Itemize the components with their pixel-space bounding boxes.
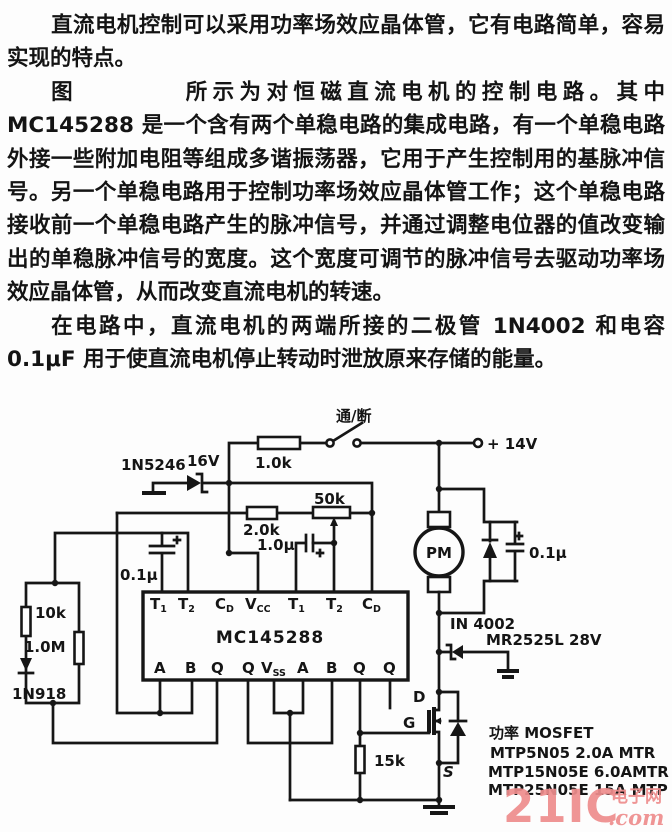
ic-pin-q2: Q (353, 659, 366, 677)
switch-label: 通/断 (336, 407, 371, 425)
diode-mr2525l-label: MR2525L 28V (486, 631, 602, 649)
ic-pin-t1b: T1 (288, 595, 305, 615)
diode-1n918-icon (20, 658, 32, 671)
pot-wiper-arrow-icon (330, 517, 338, 526)
diode-1n4002-label: IN 4002 (450, 615, 515, 633)
ic-pin-cdb: CD (362, 595, 381, 615)
motor-label: PM (426, 544, 452, 562)
zener-part-label: 1N5246 (121, 456, 186, 474)
site-watermark: 21IC 电子网 .com (503, 780, 664, 832)
cap-01u-label: 0.1μ (120, 566, 158, 584)
pot-label: 50k (314, 490, 346, 508)
ic-pin-cda: CD (215, 595, 234, 615)
mosfet-type-3: MTP25N05E 15A MTP (488, 781, 668, 799)
motor-brush-bottom (426, 575, 452, 594)
resistor-2k (245, 505, 279, 521)
watermark-tld: .com (608, 805, 664, 830)
ic-pin-a2: A (297, 659, 309, 677)
zener-regulator: 1N5246 16V (121, 452, 374, 594)
oscillator-network: 50k 2.0k 1.0μ 0.1μ 10k 1.0M 1N918 (12, 490, 374, 745)
resistor-15k-label: 15k (374, 752, 406, 770)
diode-mr2525l-icon (452, 645, 463, 659)
ic-pin-a1: A (154, 659, 166, 677)
article-text: 直流电机控制可以采用功率场效应晶体管，它有电路简单，容易实现的特点。 图 所示为… (7, 9, 665, 376)
motor-branch: 0.1μ PM IN 4002 MR2525L 28V (413, 441, 602, 679)
ic-part-label: MC145288 (216, 628, 324, 648)
mosfet-type-2: MTP15N05E 6.0AMTR (488, 763, 669, 781)
ic-pin-vss: VSS (261, 659, 286, 679)
resistor-1k-label: 1.0k (255, 454, 293, 472)
watermark-site: 电子网 (611, 786, 662, 807)
resistor-10k (20, 605, 32, 638)
mosfet-source-arrow-icon (434, 717, 441, 725)
paragraph-intro: 直流电机控制可以采用功率场效应晶体管，它有电路简单，容易实现的特点。 (7, 13, 665, 72)
resistor-10k-label: 10k (35, 604, 67, 622)
motor-cap-label: 0.1μ (529, 544, 567, 562)
ic-pin-q2n: Q (383, 659, 396, 677)
resistor-1m-label: 1.0M (24, 638, 66, 656)
supply-label: + 14V (487, 435, 538, 453)
power-rail: 通/断 1.0k + 14V (227, 407, 538, 555)
resistor-15k (354, 744, 366, 775)
ic-pin-t2a: T2 (178, 595, 195, 615)
source-label: S (443, 763, 454, 781)
ic-pin-q1: Q (211, 659, 224, 677)
diode-1n4002-icon (483, 542, 497, 558)
diode-1n918-label: 1N918 (12, 685, 66, 703)
zener-diode-icon (187, 475, 201, 491)
watermark-brand: 21IC (503, 780, 619, 832)
ic-pin-t1a: T1 (150, 595, 167, 615)
paragraph-flyback: 在电路中，直流电机的两端所接的二极管 1N4002 和电容 0.1μF 用于使直… (7, 313, 665, 373)
mosfet-body-diode-icon (450, 722, 466, 736)
output-wiring: 15k (246, 678, 441, 802)
pot-50k (311, 505, 352, 520)
ic-mc145288: MC145288 T1 T2 CD VCC T1 T2 CD A B Q Q V… (141, 551, 410, 682)
resistor-1m (73, 630, 85, 666)
ic-pin-b2: B (326, 659, 337, 677)
circuit-schematic: 通/断 1.0k + 14V 1N5246 16V 50k 2.0k (12, 407, 669, 832)
mosfet: D G S 功率 MOSFET MTP5N05 2.0A MTR MTP15N0… (403, 650, 669, 815)
mosfet-title: 功率 MOSFET (489, 724, 594, 742)
zener-voltage-label: 16V (187, 452, 220, 470)
paragraph-circuit: 图 所示为对恒磁直流电机的控制电路。其中 MC145288 是一个含有两个单稳电… (7, 79, 665, 306)
mosfet-type-1: MTP5N05 2.0A MTR (490, 744, 656, 762)
ic-pin-vcc: VCC (245, 595, 271, 615)
supply-terminal (472, 437, 484, 449)
drain-label: D (413, 688, 425, 706)
cap-1u-label: 1.0μ (257, 536, 295, 554)
ic-pin-t2b: T2 (326, 595, 343, 615)
junction-dots (49, 439, 443, 804)
gate-label: G (403, 714, 415, 732)
resistor-1k (256, 435, 302, 451)
motor-brush-top (426, 510, 452, 529)
resistor-2k-label: 2.0k (243, 521, 281, 539)
ic-pin-b1: B (185, 659, 196, 677)
ic-pin-q1n: Q (242, 659, 255, 677)
